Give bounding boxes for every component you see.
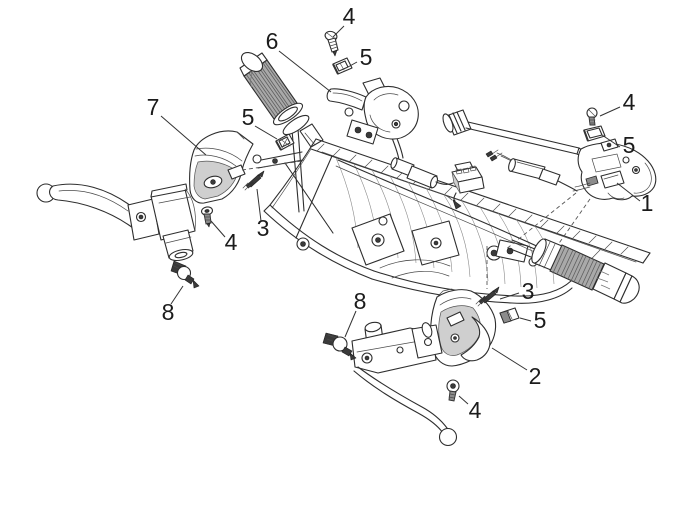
callout-label: 4 [225, 229, 238, 255]
screw-4-bottom [446, 379, 460, 402]
callout-label: 5 [360, 44, 373, 70]
callout-2: 2 [491, 347, 542, 389]
button-5-right [583, 125, 606, 142]
callout-4-left: 4 [210, 220, 238, 255]
screw-4-right [586, 107, 598, 126]
callout-4-top: 4 [332, 3, 356, 38]
callout-label: 7 [147, 94, 160, 120]
callout-5-right: 5 [601, 132, 636, 158]
bulb-left [170, 260, 200, 289]
callout-label: 5 [534, 307, 547, 333]
callout-label: 4 [469, 397, 482, 423]
callout-3-left: 3 [256, 188, 270, 241]
screw-3-left [242, 170, 265, 191]
callout-4-bottom: 4 [458, 395, 482, 423]
screw-4-top [324, 30, 339, 57]
left-switch-assembly [326, 77, 419, 145]
callout-8-center: 8 [344, 288, 367, 338]
callout-8-left: 8 [162, 285, 184, 325]
callout-5-bottom: 5 [519, 307, 547, 333]
callout-4-right: 4 [599, 89, 636, 117]
throttle-rod [442, 109, 584, 157]
callout-label: 5 [623, 132, 636, 158]
callouts: 4 6 5 4 5 1 7 5 [147, 3, 654, 423]
bulb-center [322, 332, 357, 361]
callout-7: 7 [147, 94, 207, 156]
button-5-bottom [499, 307, 520, 324]
left-cover [189, 130, 303, 204]
cable-connector [451, 161, 485, 194]
callout-label: 4 [343, 3, 356, 29]
callout-label: 3 [257, 215, 270, 241]
callout-label: 6 [266, 28, 279, 54]
callout-1: 1 [616, 182, 654, 216]
callout-label: 5 [242, 104, 255, 130]
handlebar-frame [252, 128, 651, 304]
callout-label: 2 [529, 363, 542, 389]
callout-5-left: 5 [242, 104, 278, 140]
callout-6: 6 [266, 28, 332, 93]
callout-label: 1 [641, 190, 654, 216]
wiring-harness [485, 149, 578, 192]
rear-brake-lever-assembly [351, 321, 458, 447]
callout-label: 4 [623, 89, 636, 115]
throttle-grip [239, 51, 324, 148]
right-cover [430, 246, 497, 367]
button-5-left [275, 133, 295, 151]
callout-label: 8 [162, 299, 175, 325]
button-5-top [332, 57, 353, 75]
screw-3-right [475, 286, 500, 307]
fixed-grip [531, 238, 640, 304]
front-brake-lever-assembly [36, 183, 196, 262]
callout-label: 8 [354, 288, 367, 314]
throttle-cable [390, 135, 485, 210]
callout-5-top: 5 [347, 44, 373, 70]
screw-4-left [200, 206, 214, 228]
callout-3-right: 3 [499, 278, 535, 304]
callout-label: 3 [522, 278, 535, 304]
